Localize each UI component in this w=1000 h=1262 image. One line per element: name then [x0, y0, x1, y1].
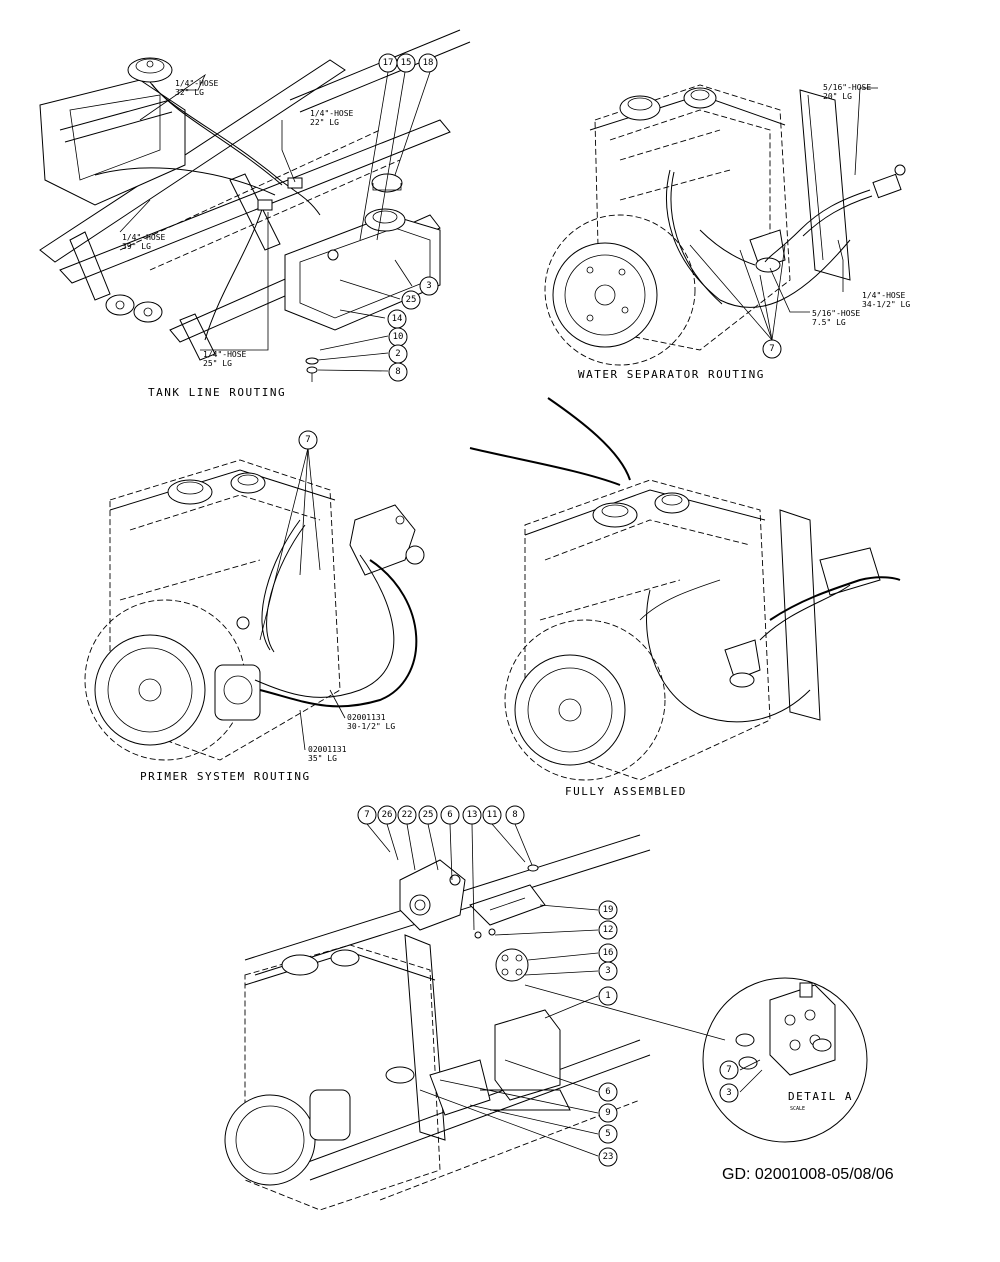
svg-text:3: 3: [426, 281, 431, 291]
assembly-bubble-8: 8: [505, 805, 525, 825]
svg-text:7: 7: [305, 435, 310, 445]
tank-bubble-17: 17: [378, 53, 398, 73]
assembly-bubble-16: 16: [598, 943, 618, 963]
svg-text:3: 3: [605, 966, 610, 976]
fully-assembled-title: FULLY ASSEMBLED: [565, 785, 687, 798]
svg-text:22: 22: [402, 810, 413, 820]
svg-text:12: 12: [603, 925, 614, 935]
tank-hose-4-length: 25" LG: [203, 359, 232, 368]
svg-text:6: 6: [447, 810, 452, 820]
svg-text:10: 10: [393, 332, 404, 342]
assembly-bubble-25: 25: [418, 805, 438, 825]
svg-text:11: 11: [487, 810, 498, 820]
tank-bubble-10: 10: [388, 327, 408, 347]
svg-text:26: 26: [382, 810, 393, 820]
tank-bubble-14: 14: [387, 309, 407, 329]
assembly-bubble-26: 26: [377, 805, 397, 825]
svg-text:6: 6: [605, 1087, 610, 1097]
water-hose-1-size: 5/16"-HOSE: [823, 83, 871, 92]
water-bubble-7: 7: [762, 339, 782, 359]
tank-hose-1-size: 1/4"-HOSE: [175, 79, 219, 88]
primer-system-routing-title: PRIMER SYSTEM ROUTING: [140, 770, 311, 783]
tank-bubble-3: 3: [419, 276, 439, 296]
svg-text:18: 18: [423, 58, 434, 68]
fully-assembled-panel: FULLY ASSEMBLED: [469, 397, 901, 798]
assembly-bubble-9: 9: [598, 1103, 618, 1123]
water-hose-1-length: 20" LG: [823, 92, 852, 101]
assembly-bubble-19: 19: [598, 900, 618, 920]
svg-text:25: 25: [406, 295, 417, 305]
assembly-bubble-12: 12: [598, 920, 618, 940]
svg-text:9: 9: [605, 1108, 610, 1118]
detail-bubble-3: 3: [719, 1083, 739, 1103]
tank-hose-2-size: 1/4"-HOSE: [310, 109, 354, 118]
assembly-bubble-13: 13: [462, 805, 482, 825]
assembly-bubble-5: 5: [598, 1124, 618, 1144]
assembly-bubble-11: 11: [482, 805, 502, 825]
drawing-number-footer: GD: 02001008-05/08/06: [722, 1166, 894, 1183]
water-hose-2-length: 34-1/2" LG: [862, 300, 910, 309]
tank-hose-3-size: 1/4"-HOSE: [122, 233, 166, 242]
tank-line-routing-title: TANK LINE ROUTING: [148, 386, 286, 399]
svg-text:7: 7: [726, 1065, 731, 1075]
svg-text:13: 13: [467, 810, 478, 820]
water-separator-routing-panel: 5/16"-HOSE 20" LG 1/4"-HOSE 34-1/2" LG 5…: [544, 83, 910, 381]
primer-hose-2-length: 35" LG: [308, 754, 337, 763]
tank-hose-2-length: 22" LG: [310, 118, 339, 127]
assembly-bubble-1: 1: [598, 986, 618, 1006]
svg-text:8: 8: [395, 367, 400, 377]
svg-text:23: 23: [603, 1152, 614, 1162]
svg-text:25: 25: [423, 810, 434, 820]
svg-text:15: 15: [401, 58, 412, 68]
assembly-bubble-22: 22: [397, 805, 417, 825]
detail-bubble-7: 7: [719, 1060, 739, 1080]
primer-system-routing-panel: 7 02001131 30-1/2" LG 02001131 35" LG PR…: [84, 430, 425, 783]
assembly-bubble-6-side: 6: [598, 1082, 618, 1102]
detail-a-panel: 7 3 DETAIL A SCALE: [702, 977, 868, 1143]
assembly-bubble-7: 7: [357, 805, 377, 825]
svg-text:19: 19: [603, 905, 614, 915]
tank-bubble-15: 15: [396, 53, 416, 73]
primer-hose-1-part: 02001131: [347, 713, 386, 722]
tank-hose-3-length: 39" LG: [122, 242, 151, 251]
primer-bubble-7: 7: [298, 430, 318, 450]
exploded-assembly-panel: 7 26 22 25 6 13 11 8 19 12 16 3 1 6 9 5 …: [224, 805, 726, 1211]
primer-hose-1-length: 30-1/2" LG: [347, 722, 395, 731]
svg-text:7: 7: [769, 344, 774, 354]
svg-text:14: 14: [392, 314, 403, 324]
assembly-bubble-3: 3: [598, 961, 618, 981]
tank-bubble-18: 18: [418, 53, 438, 73]
tank-bubble-2: 2: [388, 344, 408, 364]
svg-text:3: 3: [726, 1088, 731, 1098]
primer-hose-2-part: 02001131: [308, 745, 347, 754]
assembly-bubble-23: 23: [598, 1147, 618, 1167]
detail-a-title: DETAIL A: [788, 1090, 853, 1103]
svg-text:2: 2: [395, 349, 400, 359]
svg-text:1: 1: [605, 991, 610, 1001]
tank-line-routing-panel: 1/4"-HOSE 32" LG 1/4"-HOSE 22" LG 1/4"-H…: [39, 29, 471, 399]
water-hose-3-size: 5/16"-HOSE: [812, 309, 860, 318]
tank-bubble-8: 8: [388, 362, 408, 382]
svg-text:8: 8: [512, 810, 517, 820]
tank-hose-4-size: 1/4"-HOSE: [203, 350, 247, 359]
svg-text:5: 5: [605, 1129, 610, 1139]
tank-hose-1-length: 32" LG: [175, 88, 204, 97]
tank-bubble-25: 25: [401, 290, 421, 310]
water-separator-routing-title: WATER SEPARATOR ROUTING: [578, 368, 765, 381]
water-hose-2-size: 1/4"-HOSE: [862, 291, 906, 300]
assembly-bubble-6-top: 6: [440, 805, 460, 825]
svg-text:17: 17: [383, 58, 394, 68]
water-hose-3-length: 7.5" LG: [812, 318, 846, 327]
svg-text:16: 16: [603, 948, 614, 958]
svg-text:7: 7: [364, 810, 369, 820]
detail-a-scale: SCALE: [790, 1106, 805, 1112]
